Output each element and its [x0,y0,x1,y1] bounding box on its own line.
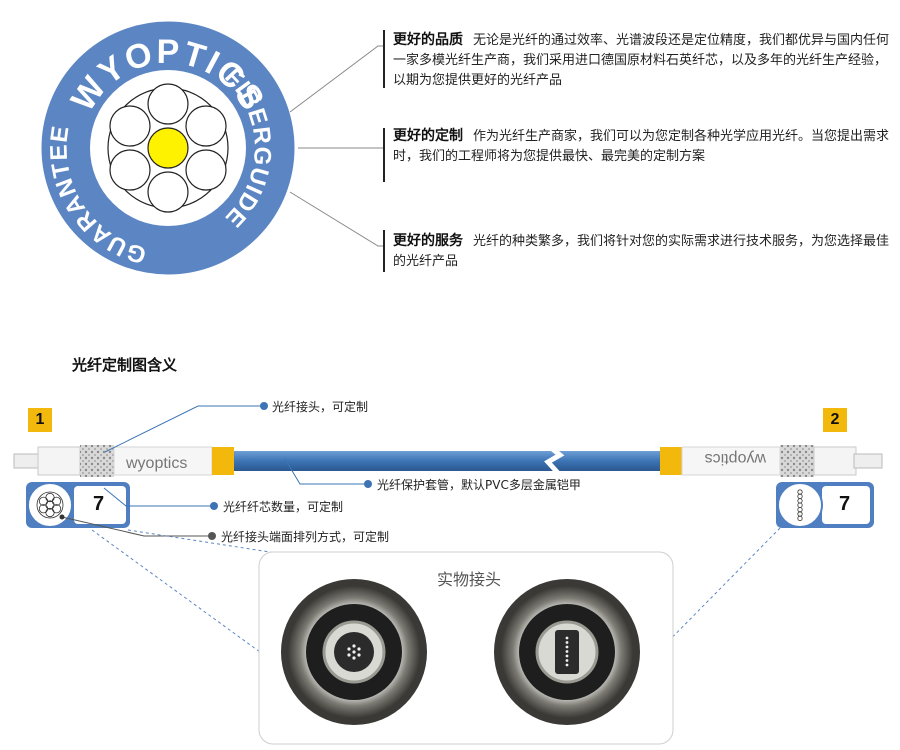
feature-service: 更好的服务光纤的种类繁多，我们将针对您的实际需求进行技术服务，为您选择最佳的光纤… [393,231,893,272]
hex-arrangement-icon [36,491,64,519]
right-core-count: 7 [839,493,851,515]
label-arrangement: 光纤接头端面排列方式，可定制 [221,530,390,544]
center-core [147,127,189,169]
callout-lines [61,405,368,537]
connector-right [660,445,883,477]
linear-arrangement-icon [797,489,803,522]
callout-dots [59,402,372,540]
end-number-1: 1 [28,408,52,432]
brand-right: wyoptics [705,450,767,467]
brand-left: wyoptics [125,455,187,472]
badge-leader-lines [289,45,384,247]
label-connector: 光纤接头，可定制 [272,400,369,414]
linear-core-dots [565,636,569,667]
feature-customization-text: 作为光纤生产商家，我们可以为您定制各种光学应用光纤。当您提出需求时，我们的工程师… [393,129,890,164]
feature-quality-text: 无论是光纤的通过效率、光谱波段还是定位精度，我们都优异与国内任何一家多模光纤生产… [393,33,890,88]
feature-service-title: 更好的服务 [393,233,463,249]
connector-photo-linear [494,579,640,725]
left-core-count: 7 [93,493,105,515]
feature-quality-title: 更好的品质 [393,32,463,48]
fiber-bundle-icon [107,83,229,213]
endface-panel-right [776,482,874,528]
feature-customization-title: 更好的定制 [393,128,463,144]
fiber-cable [210,445,670,475]
connector-photo-hex [281,579,427,725]
label-jacket: 光纤保护套管，默认PVC多层金属铠甲 [377,478,581,492]
section-title: 光纤定制图含义 [72,356,178,374]
connector-left [13,445,234,477]
end-number-2: 2 [823,408,847,432]
feature-customization: 更好的定制作为光纤生产商家，我们可以为您定制各种光学应用光纤。当您提出需求时，我… [393,126,893,167]
feature-service-text: 光纤的种类繁多，我们将针对您的实际需求进行技术服务，为您选择最佳的光纤产品 [393,234,890,269]
hex-core-dots [347,644,361,660]
guarantee-badge: WYOPTICS FIBERGUIDE GUARANTEE [38,18,298,278]
photo-title: 实物接头 [437,570,502,589]
feature-quality: 更好的品质无论是光纤的通过效率、光谱波段还是定位精度，我们都优异与国内任何一家多… [393,30,893,91]
label-core-count: 光纤纤芯数量，可定制 [223,500,344,514]
